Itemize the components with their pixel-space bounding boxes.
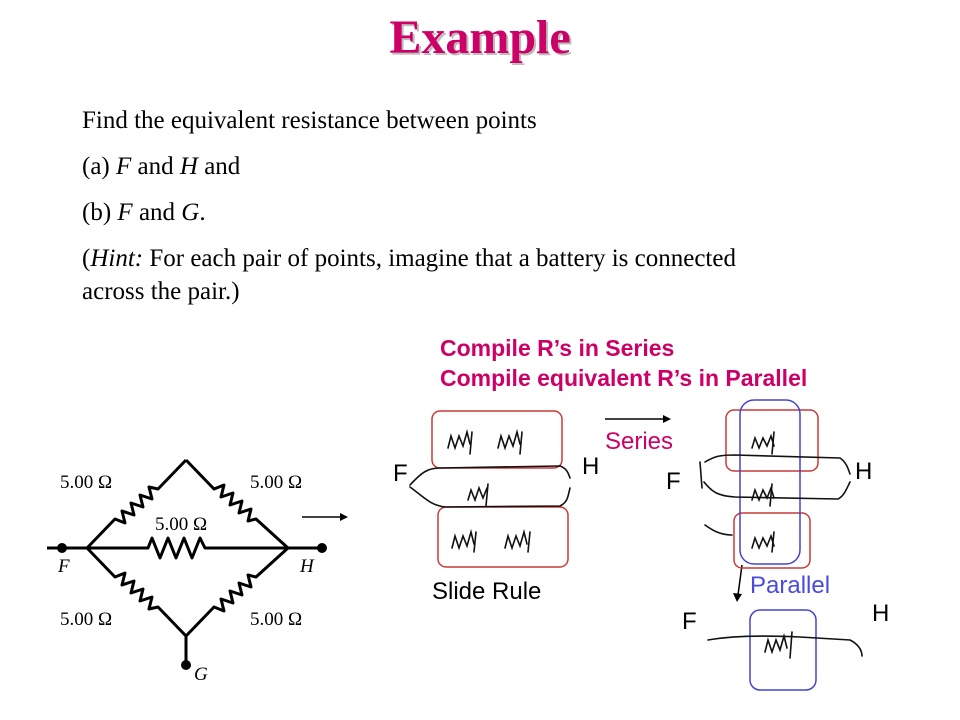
- part-b: (b) F and G.: [82, 199, 206, 226]
- label-r-bottom-right: 5.00 Ω: [250, 609, 302, 630]
- label-point-f: F: [57, 556, 70, 577]
- sketch2-h-label: H: [855, 458, 873, 485]
- terminal-f-dot: [57, 543, 67, 553]
- sketch1-f-label: F: [393, 460, 408, 487]
- problem-text: Find the equivalent resistance between p…: [82, 104, 802, 321]
- hint: (Hint: For each pair of points, imagine …: [82, 245, 736, 305]
- problem-intro: Find the equivalent resistance between p…: [82, 107, 537, 134]
- label-point-g: G: [194, 664, 208, 685]
- red-box-bottom-pair: [437, 506, 569, 568]
- red-box-top-pair: [431, 410, 563, 469]
- slide-rule-label: Slide Rule: [432, 578, 542, 605]
- sketch2-f-label: F: [666, 468, 681, 495]
- blue-box-final: [749, 609, 817, 691]
- label-r-middle: 5.00 Ω: [155, 514, 207, 535]
- parallel-label: Parallel: [750, 572, 831, 599]
- label-r-top-right: 5.00 Ω: [250, 472, 302, 493]
- red-box-top-series: [725, 409, 819, 472]
- compile-instructions: Compile R’s in Series Compile equivalent…: [440, 333, 807, 393]
- sketch3-f-label: F: [682, 608, 697, 635]
- label-r-bottom-left: 5.00 Ω: [60, 609, 112, 630]
- part-a: (a) F and H and: [82, 153, 241, 180]
- red-box-bottom-series: [733, 512, 811, 569]
- resistor-bottom-right: [184, 546, 290, 638]
- compile-series-line: Compile R’s in Series: [440, 335, 675, 361]
- sketch3-h-label: H: [872, 600, 890, 627]
- label-point-h: H: [299, 556, 315, 577]
- resistor-middle: [87, 536, 288, 560]
- resistor-top-right: [184, 458, 290, 550]
- resistor-top-left: [85, 458, 188, 550]
- label-r-top-left: 5.00 Ω: [60, 472, 112, 493]
- compile-parallel-line: Compile equivalent R’s in Parallel: [440, 365, 808, 391]
- arrow-parallel-step: [737, 564, 743, 596]
- sketch1-h-label: H: [582, 453, 600, 480]
- blue-box-parallel-group: [739, 399, 801, 565]
- slide-title: Example: [389, 11, 571, 64]
- series-label: Series: [605, 428, 674, 455]
- resistor-bottom-left: [85, 546, 188, 638]
- terminal-h-dot: [317, 543, 327, 553]
- terminal-g-dot: [181, 660, 191, 670]
